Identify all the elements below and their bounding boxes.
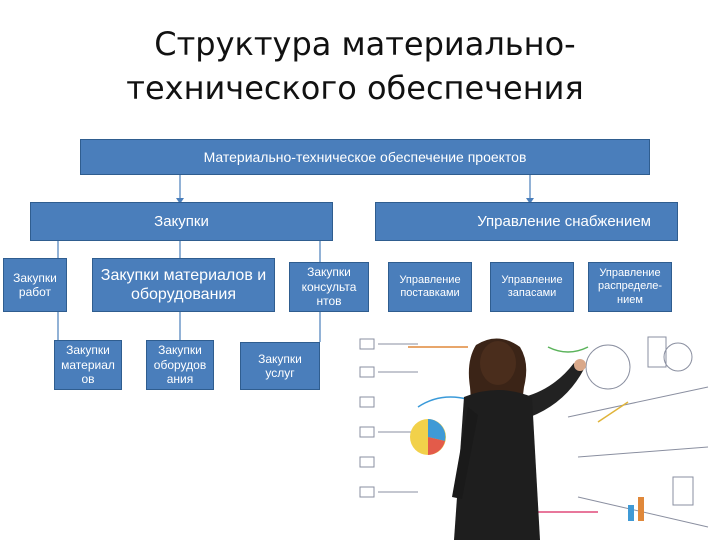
materials-equipment-box: Закупки материалов и оборудования — [92, 258, 275, 312]
equipment-label: Закупки оборудов ания — [153, 343, 207, 387]
slide-title: Структура материально- технического обес… — [0, 22, 720, 110]
works-box: Закупки работ — [3, 258, 67, 312]
services-box: Закупки услуг — [240, 342, 320, 390]
procurement-label: Закупки — [154, 212, 209, 230]
materials-equipment-label: Закупки материалов и оборудования — [100, 266, 267, 303]
title-line-2: технического обеспечения — [126, 69, 584, 107]
stocks-box: Управление запасами — [490, 262, 574, 312]
root-label: Материально-техническое обеспечение прое… — [203, 148, 527, 165]
consultants-box: Закупки консульта нтов — [289, 262, 369, 312]
title-line-1: Структура материально- — [154, 25, 576, 63]
stocks-label: Управление запасами — [501, 273, 563, 299]
procurement-box: Закупки — [30, 202, 333, 241]
deliveries-box: Управление поставками — [388, 262, 472, 312]
supply-management-label: Управление снабжением — [477, 212, 651, 230]
person-figure — [452, 338, 586, 540]
distribution-box: Управление распределе-нием — [588, 262, 672, 312]
works-label: Закупки работ — [13, 270, 57, 299]
deliveries-label: Управление поставками — [399, 273, 461, 299]
distribution-label: Управление распределе-нием — [597, 267, 663, 306]
arrowhead — [526, 198, 534, 204]
root-box: Материально-техническое обеспечение прое… — [80, 139, 650, 175]
consultants-label: Закупки консульта нтов — [301, 265, 357, 309]
materials-box: Закупки материал ов — [54, 340, 122, 390]
arrowhead — [176, 198, 184, 204]
pie-doodle — [410, 419, 446, 455]
services-label: Закупки услуг — [258, 351, 302, 380]
whiteboard-photo — [348, 327, 720, 540]
equipment-box: Закупки оборудов ания — [146, 340, 214, 390]
supply-management-box: Управление снабжением — [375, 202, 678, 241]
materials-label: Закупки материал ов — [61, 343, 115, 387]
